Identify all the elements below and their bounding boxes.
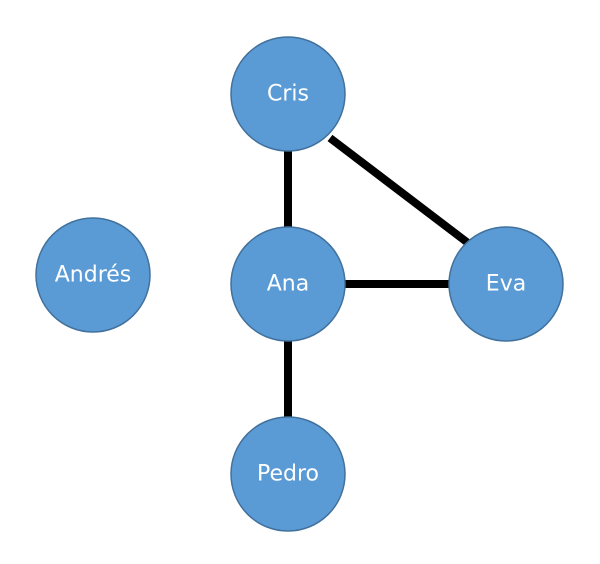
node-label-pedro: Pedro [257, 462, 319, 487]
node-label-cris: Cris [267, 82, 309, 107]
node-cris[interactable]: Cris [230, 36, 346, 152]
node-andres[interactable]: Andrés [35, 217, 151, 333]
edge-cris-eva [327, 134, 471, 247]
node-ana[interactable]: Ana [230, 226, 346, 342]
edge-layer [284, 134, 471, 417]
node-label-eva: Eva [486, 272, 526, 297]
node-pedro[interactable]: Pedro [230, 416, 346, 532]
node-label-andres: Andrés [55, 263, 132, 288]
node-label-ana: Ana [267, 272, 309, 297]
node-layer: Cris Andrés Ana Eva Pedro [35, 36, 564, 532]
node-eva[interactable]: Eva [448, 226, 564, 342]
